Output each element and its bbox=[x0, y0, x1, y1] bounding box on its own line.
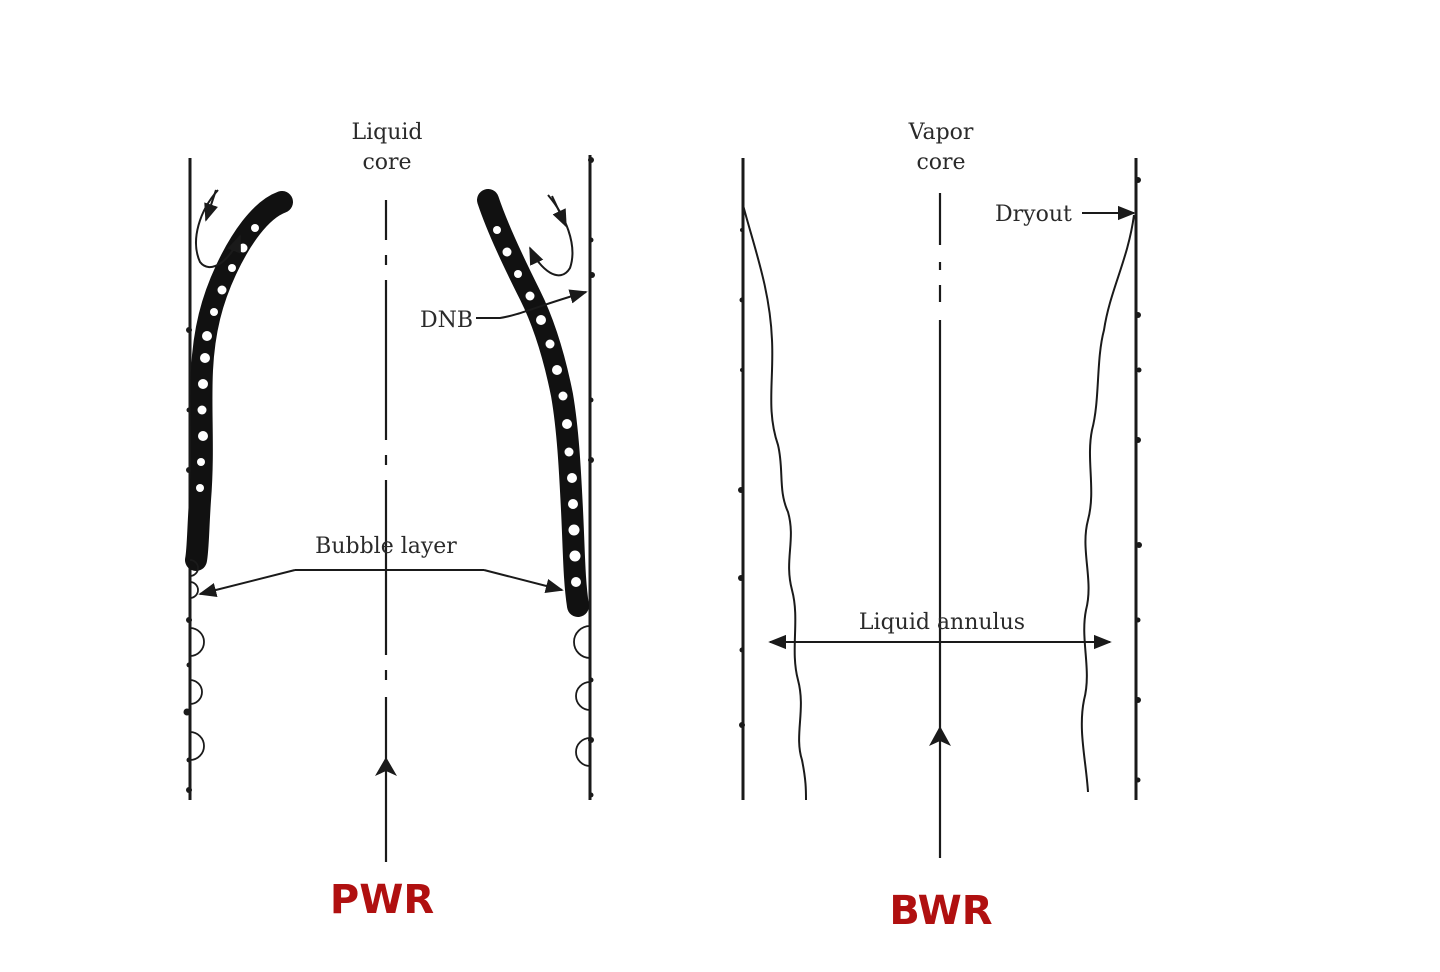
pwr-bubble-layer-arrow bbox=[198, 569, 296, 598]
pwr-flow-arrow-icon bbox=[375, 757, 397, 776]
pwr-right-bubble-layer bbox=[477, 189, 591, 767]
bwr-core-label-line2: core bbox=[916, 150, 965, 175]
bwr-wall-roughness bbox=[738, 177, 1142, 783]
pwr-panel: Liquid core DNB Bubble layer PWR bbox=[183, 120, 595, 923]
pwr-core-label-line1: Liquid bbox=[351, 120, 422, 145]
pwr-centerline bbox=[375, 200, 397, 862]
bwr-dryout-label: Dryout bbox=[995, 202, 1072, 227]
bwr-caption: BWR bbox=[889, 888, 992, 934]
pwr-bubble-layer-arrow-right bbox=[483, 569, 564, 593]
pwr-dnb-leader bbox=[476, 289, 588, 319]
pwr-caption: PWR bbox=[330, 877, 434, 923]
bwr-right-liquid-film bbox=[1080, 214, 1135, 793]
pwr-dnb-label: DNB bbox=[420, 308, 473, 333]
bwr-centerline bbox=[929, 193, 951, 858]
pwr-left-bubble-layer bbox=[185, 189, 293, 761]
pwr-wall-roughness bbox=[183, 157, 595, 798]
bwr-left-liquid-film bbox=[742, 204, 807, 801]
bwr-annulus-label: Liquid annulus bbox=[859, 610, 1025, 635]
bwr-flow-arrow-icon bbox=[929, 726, 951, 746]
pwr-bubble-layer-label: Bubble layer bbox=[315, 534, 457, 559]
bwr-panel: Vapor core Dryout Liquid annulus BWR bbox=[738, 120, 1142, 934]
bwr-core-label-line1: Vapor bbox=[908, 120, 974, 145]
pwr-core-label-line2: core bbox=[362, 150, 411, 175]
